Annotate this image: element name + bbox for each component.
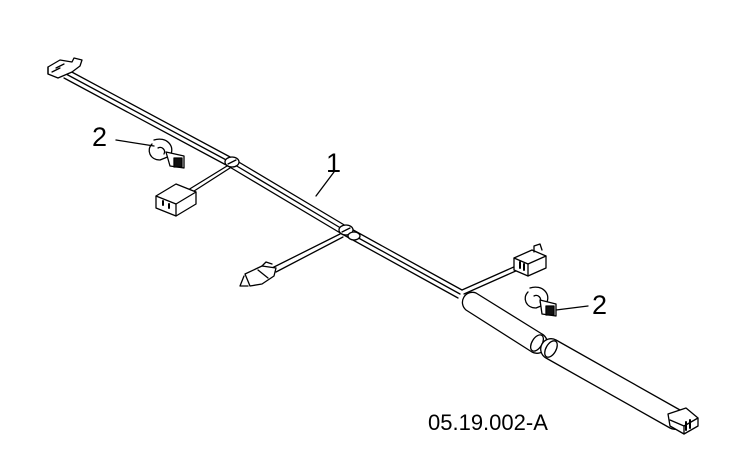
cable-clip-right bbox=[524, 286, 557, 317]
protective-sleeve-segment-2 bbox=[540, 338, 686, 430]
right-branch-wires bbox=[461, 265, 519, 295]
leader-line-harness bbox=[315, 171, 335, 197]
callout-clip-right-number: 2 bbox=[592, 290, 608, 320]
callout-clip-left-number: 2 bbox=[92, 122, 108, 152]
leader-line-clip-left bbox=[115, 139, 155, 147]
middle-junction bbox=[338, 224, 361, 241]
bottom-right-terminal-connector bbox=[667, 407, 699, 435]
upper-junction bbox=[224, 156, 240, 168]
leader-line-clip-right bbox=[555, 305, 589, 311]
right-plug-connector bbox=[513, 243, 547, 277]
upper-branch-wires bbox=[187, 165, 231, 194]
main-harness-trunk bbox=[63, 69, 463, 299]
callout-harness-number: 1 bbox=[326, 148, 342, 178]
middle-branch-wires bbox=[271, 233, 344, 273]
cable-clip-left bbox=[148, 138, 185, 169]
top-left-terminal-connector bbox=[47, 57, 83, 79]
drawing-reference-number: 05.19.002-A bbox=[428, 410, 548, 435]
upper-plug-connector bbox=[155, 183, 197, 217]
hook-terminal bbox=[239, 261, 277, 287]
